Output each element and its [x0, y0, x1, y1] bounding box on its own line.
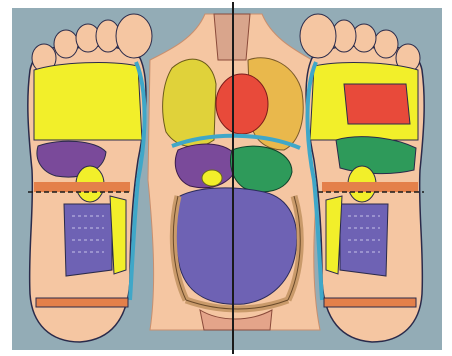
right-toe-2 — [374, 30, 398, 58]
gallbladder — [202, 170, 222, 186]
left-heel-band — [36, 298, 128, 307]
left-lung — [163, 59, 216, 147]
intestines — [175, 188, 297, 304]
heart — [216, 74, 268, 134]
right-heel-band — [324, 298, 416, 307]
left-chest-zone — [34, 63, 142, 140]
right-intestine-zone — [340, 204, 388, 276]
left-intestine-zone — [64, 204, 112, 276]
right-kidney-band — [322, 182, 418, 192]
left-big-toe — [116, 14, 152, 58]
right-heart-zone — [344, 84, 410, 124]
left-toe-2 — [54, 30, 78, 58]
right-big-toe — [300, 14, 336, 58]
left-kidney-band — [34, 182, 130, 192]
